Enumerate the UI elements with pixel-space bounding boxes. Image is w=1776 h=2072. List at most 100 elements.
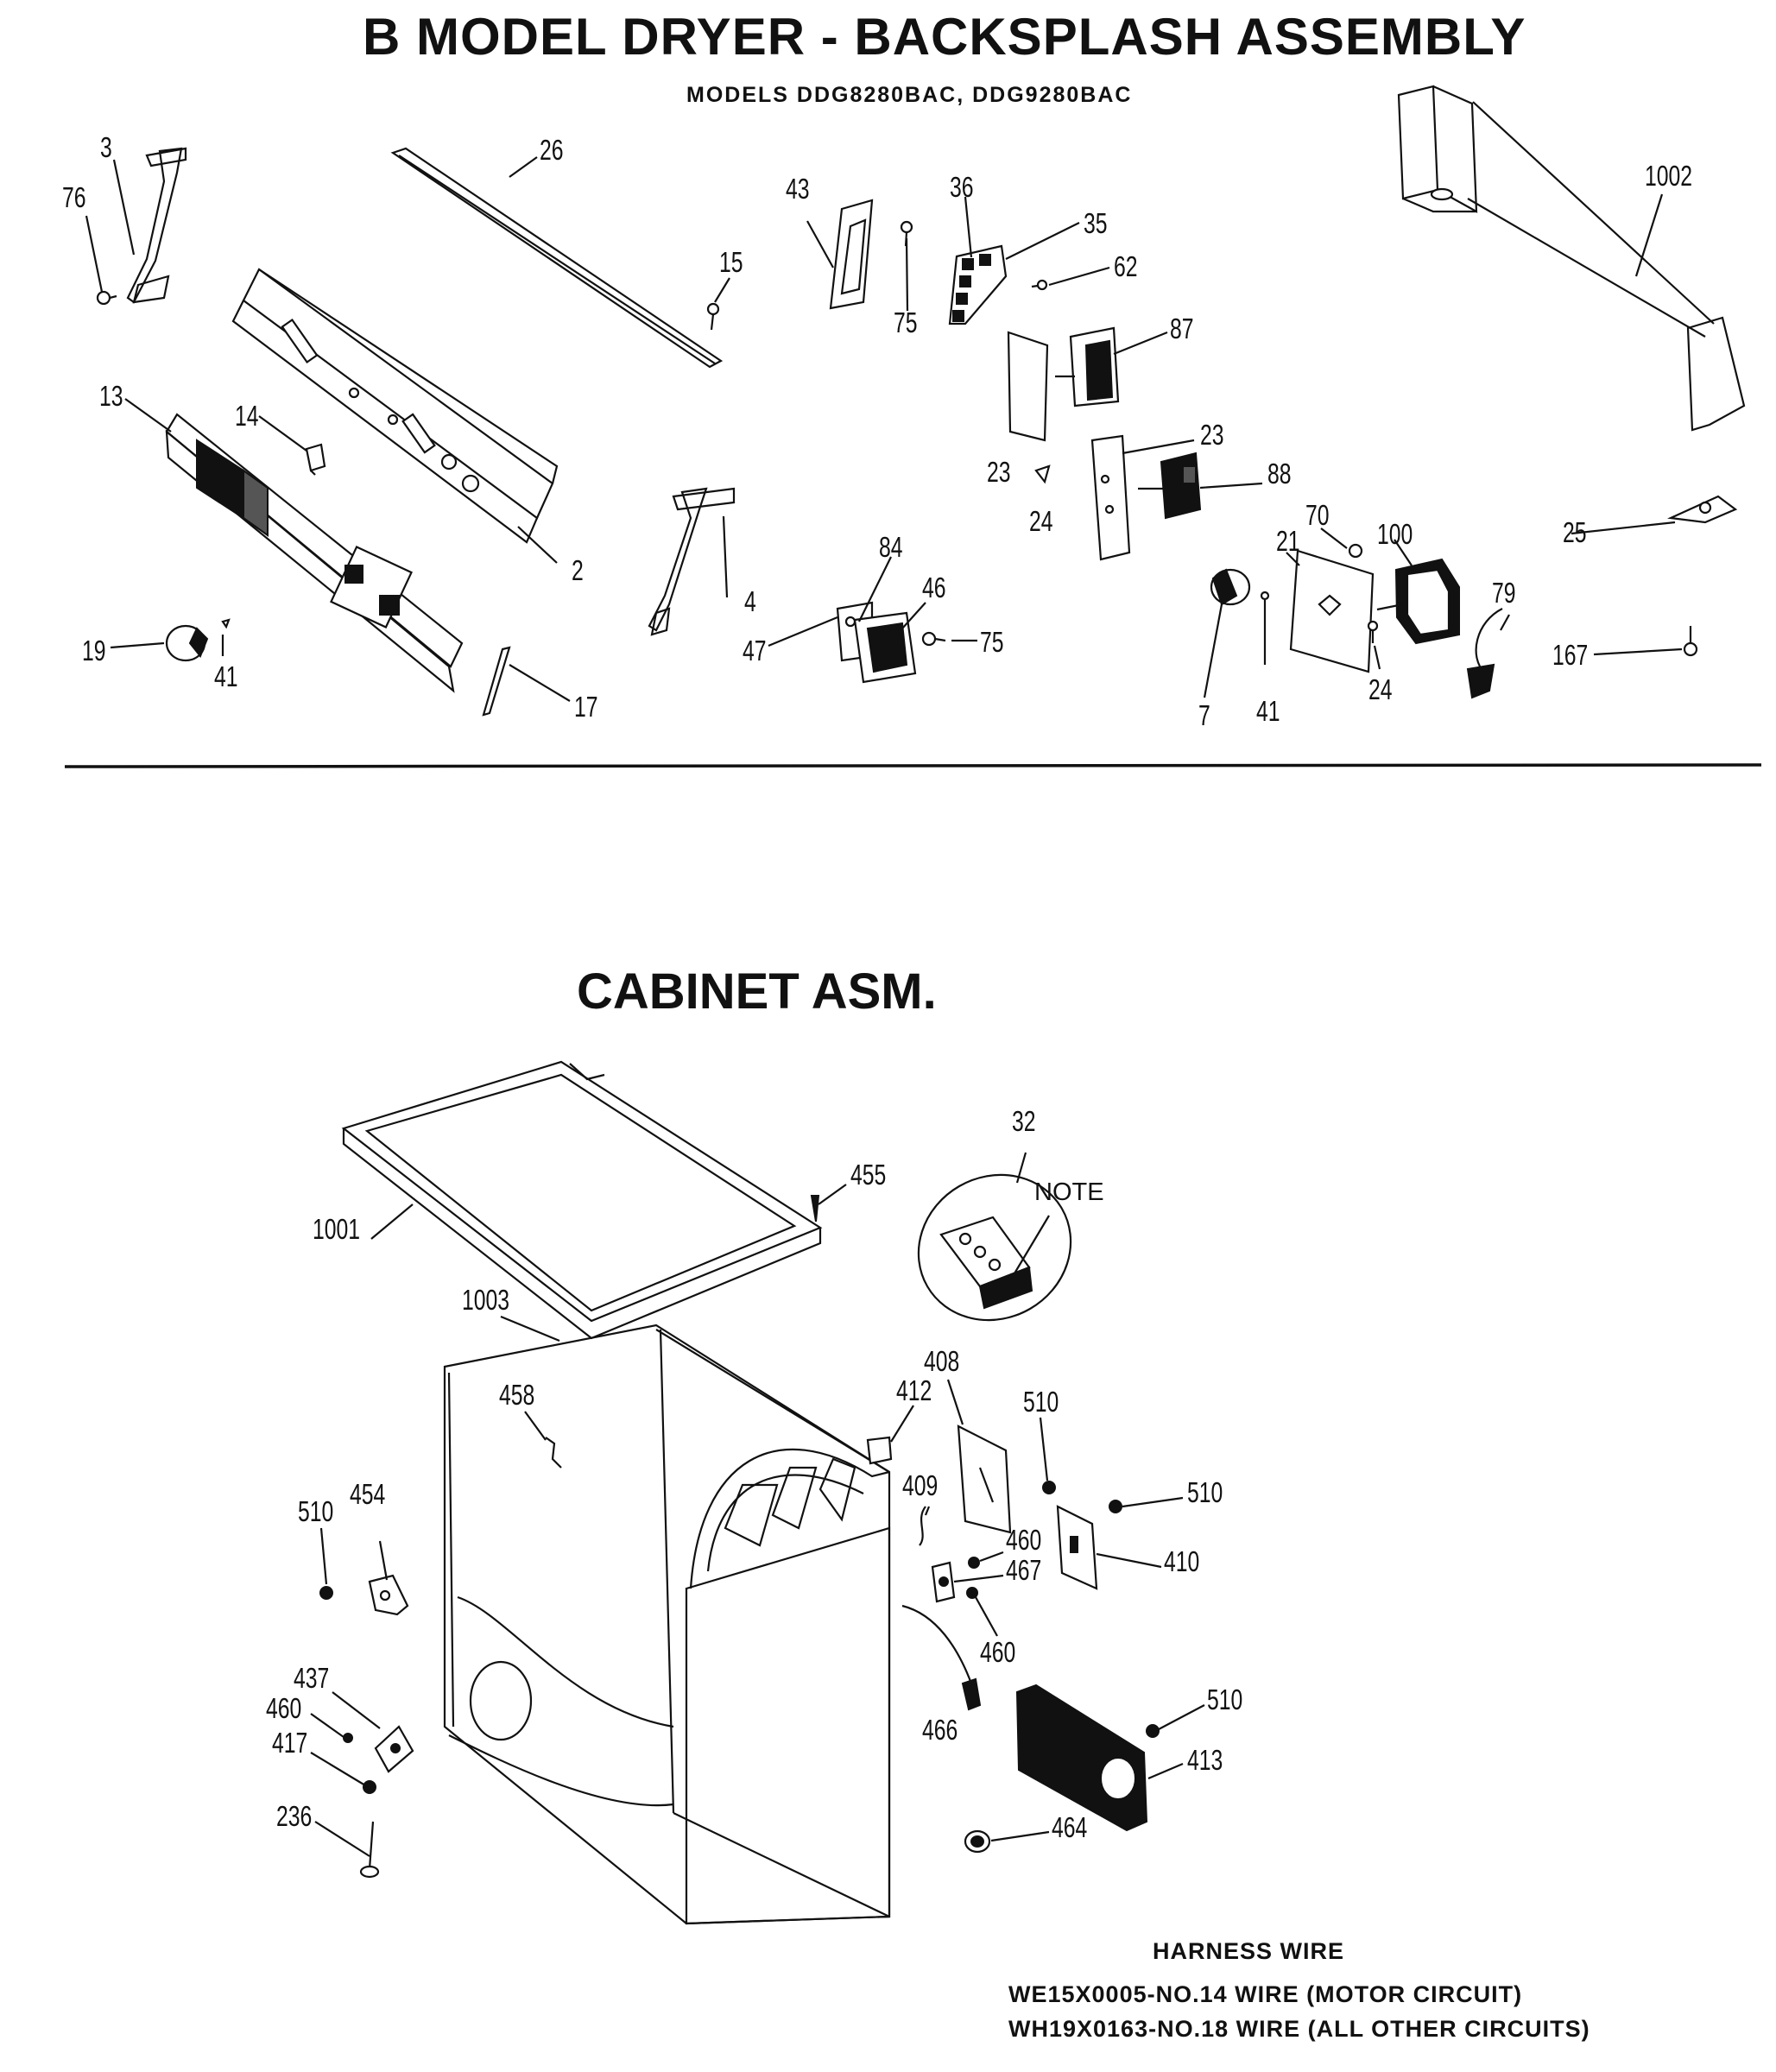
- part-79-cord: [1466, 608, 1503, 699]
- part-23-plate: [1007, 331, 1049, 442]
- part-1001-top: [341, 1060, 823, 1340]
- callout-label: 87: [1170, 313, 1194, 344]
- callout-label: 2: [572, 554, 584, 586]
- callout-label: 7: [1198, 699, 1210, 731]
- callout-label: 466: [922, 1714, 958, 1746]
- part-410-cover: [1056, 1505, 1098, 1590]
- part-15-screw: [706, 302, 720, 331]
- part-43-bracket: [829, 199, 874, 310]
- part-510-screw-d: [319, 1586, 333, 1600]
- callout-label: 1003: [462, 1284, 510, 1316]
- part-17-bar: [482, 646, 511, 717]
- harness-title: HARNESS WIRE: [1153, 1938, 1345, 1964]
- part-35-36-switch-block: [948, 244, 1008, 325]
- callout-label: 167: [1552, 639, 1589, 671]
- callout-label: 437: [294, 1662, 330, 1694]
- callout-label: 1001: [313, 1213, 361, 1245]
- part-510-screw-b: [1109, 1500, 1122, 1513]
- part-1002-rear-support: [1397, 85, 1746, 432]
- part-236-leveling-leg: [359, 1821, 380, 1879]
- part-466-harness: [901, 1604, 982, 1711]
- part-1003-cabinet: [443, 1323, 891, 1925]
- part-100-timer-motor: [1376, 558, 1460, 645]
- callout-label: 43: [786, 173, 810, 205]
- part-87-switch: [1055, 326, 1120, 407]
- part-23-plate-right: [1090, 434, 1131, 561]
- part-84-46-47-switch-assembly: [836, 601, 917, 684]
- callout-label: 70: [1305, 499, 1330, 531]
- callout-label: 75: [894, 306, 918, 338]
- harness-line-2: WH19X0163-NO.18 WIRE (ALL OTHER CIRCUITS…: [1008, 2016, 1590, 2042]
- part-454-bracket: [368, 1574, 409, 1616]
- callout-label: 100: [1377, 518, 1413, 550]
- part-76-screw: [96, 290, 117, 306]
- callout-label: 24: [1368, 673, 1393, 705]
- page-title: B MODEL DRYER - BACKSPLASH ASSEMBLY: [363, 8, 1526, 66]
- part-417-nut: [363, 1780, 376, 1794]
- callout-label: 32: [1012, 1105, 1036, 1137]
- callout-label: 23: [987, 456, 1011, 488]
- callout-label: 510: [298, 1495, 334, 1527]
- part-32-seal: [917, 1173, 1072, 1322]
- part-13-front-panel: [165, 413, 464, 693]
- part-408-cover: [957, 1424, 1012, 1534]
- callout-label: 26: [540, 134, 564, 166]
- callout-label: 467: [1006, 1554, 1042, 1586]
- part-460-screw-b: [966, 1587, 978, 1599]
- callout-label: 454: [350, 1478, 386, 1510]
- part-2-control-panel: [231, 268, 559, 544]
- part-4-end-bracket: [648, 487, 736, 636]
- part-460-screw-a: [968, 1557, 980, 1569]
- part-14-switch: [305, 443, 326, 476]
- cabinet-title: CABINET ASM.: [577, 963, 937, 1020]
- callout-label: 14: [235, 400, 259, 432]
- part-41-clip: [221, 618, 231, 629]
- callout-label: 76: [62, 181, 86, 213]
- callout-label: 36: [950, 171, 974, 203]
- callout-label: 88: [1267, 458, 1292, 490]
- callout-label: 41: [214, 660, 238, 692]
- callout-label: 19: [82, 635, 106, 666]
- callout-label: 460: [1006, 1524, 1042, 1556]
- part-25-bracket: [1667, 495, 1738, 524]
- part-41-clip-right: [1260, 591, 1270, 601]
- part-70-screw: [1348, 543, 1363, 559]
- part-19-knob: [165, 624, 209, 662]
- part-7-knob: [1210, 568, 1251, 606]
- callout-label: 413: [1187, 1744, 1223, 1776]
- part-62-screw: [1031, 279, 1048, 291]
- callout-label: 417: [272, 1727, 308, 1759]
- callout-label: 236: [276, 1800, 313, 1832]
- callout-label: 17: [574, 691, 598, 723]
- callout-label: 84: [879, 531, 903, 563]
- callout-label: 13: [99, 380, 123, 412]
- callout-label: 510: [1207, 1684, 1243, 1715]
- callout-label: 1002: [1645, 160, 1693, 192]
- callout-label: 464: [1052, 1811, 1088, 1843]
- callout-label: 46: [922, 572, 946, 603]
- part-460-screw-c: [343, 1733, 353, 1743]
- section-divider: [64, 763, 1762, 768]
- part-510-screw-a: [1042, 1481, 1056, 1494]
- callout-label: 62: [1114, 250, 1138, 282]
- callout-label: 455: [850, 1159, 887, 1191]
- callout-label: 460: [980, 1636, 1016, 1668]
- part-3-end-bracket: [126, 147, 187, 304]
- part-21-plate: [1289, 549, 1375, 673]
- callout-label: 79: [1492, 577, 1516, 609]
- callout-label: 47: [743, 635, 767, 666]
- callout-label: 4: [744, 585, 756, 617]
- note-label: NOTE: [1034, 1178, 1104, 1206]
- callout-label: 21: [1276, 525, 1300, 557]
- cabinet-leader-lines: [310, 1152, 1205, 1857]
- part-88-switch: [1138, 452, 1202, 520]
- callout-label: 75: [980, 626, 1004, 658]
- callout-label: 458: [499, 1379, 535, 1411]
- callout-label: 24: [1029, 505, 1053, 537]
- part-24-screw: [1367, 620, 1379, 643]
- callout-label: 25: [1563, 516, 1587, 548]
- callout-label: 41: [1256, 695, 1280, 727]
- part-409-wire-clip: [919, 1506, 926, 1546]
- callout-label: 35: [1084, 207, 1108, 239]
